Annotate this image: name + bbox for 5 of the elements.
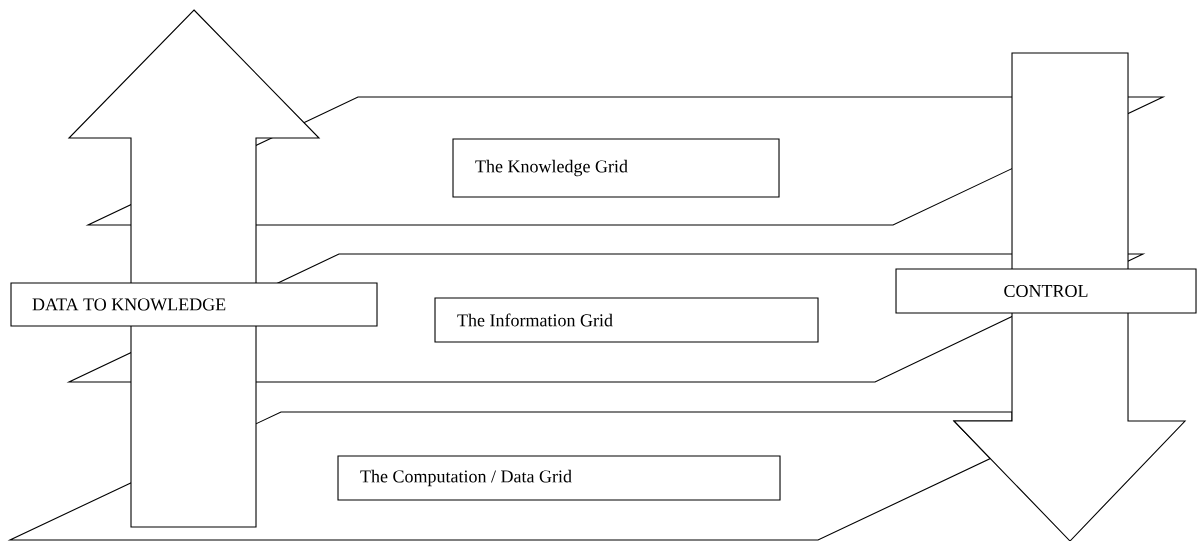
label-box: The Information Grid	[434, 297, 819, 343]
label-box: The Knowledge Grid	[452, 138, 780, 198]
label-box: The Computation / Data Grid	[337, 455, 781, 501]
label-box: CONTROL	[895, 268, 1197, 314]
label-box: DATA TO KNOWLEDGE	[10, 282, 378, 327]
